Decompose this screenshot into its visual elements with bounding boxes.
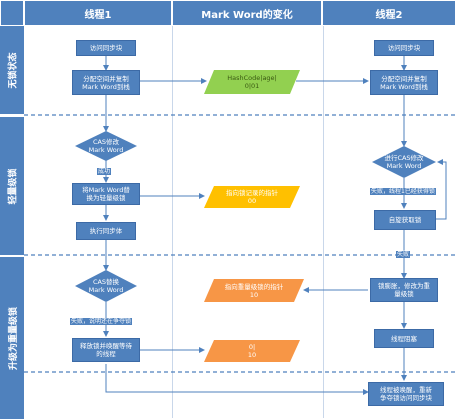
- mw-zero-ten-line1: 0|: [248, 343, 256, 351]
- t2-alloc-copy: 分配空间并复制 Mark Word到栈: [370, 70, 438, 95]
- lane-lightweight: 轻量级锁: [0, 116, 24, 255]
- loop-arrow: [436, 159, 447, 220]
- t2-cas-modify-line1: 进行CAS修改: [384, 154, 424, 162]
- t1-cas-modify-line2: Mark Word: [88, 146, 124, 154]
- t1-replace-mw-line2: 换为轻量级锁: [86, 194, 126, 202]
- mw-hashcode-line1: HashCode|age|: [227, 74, 277, 82]
- cas-modify-diamond-t2: [372, 146, 436, 178]
- t2-wake-compete-line2: 争夺锁访问同步块: [380, 394, 432, 402]
- mw-lock-record-text: 指向锁记录的指针 00: [206, 188, 298, 206]
- lane-unlocked: 无锁状态: [0, 26, 24, 114]
- mw-zero-ten-line2: 10: [247, 351, 257, 359]
- mw-hashcode-text: HashCode|age| 0|01: [206, 72, 298, 92]
- t2-wake-compete-line1: 线程被唤醒，重新: [380, 386, 432, 394]
- header-thread1: 线程1: [24, 0, 172, 26]
- t1-fail-label: 失败，说明还在争夺锁: [70, 318, 133, 325]
- header-markword: Mark Word的变化: [172, 0, 322, 26]
- t1-alloc-copy: 分配空间并复制 Mark Word到栈: [72, 70, 140, 95]
- t2-fail-label2: 失败: [396, 251, 411, 258]
- header-thread2: 线程2: [322, 0, 456, 26]
- t2-wake-compete: 线程被唤醒，重新 争夺锁访问同步块: [368, 382, 444, 406]
- t1-cas-modify-text: CAS修改 Mark Word: [75, 137, 137, 155]
- t2-spin-fail-line2: 量级锁: [394, 290, 414, 298]
- lane-upgrade: 升级为重量级锁: [0, 256, 24, 419]
- t1-release-wake-line1: 释放锁并唤醒等待: [80, 342, 132, 350]
- t1-release-wake-line2: 的线程: [96, 350, 116, 358]
- heavy-ptr-shape: [204, 279, 304, 302]
- lock-record-ptr-shape: [204, 186, 300, 208]
- hashcode-shape: [204, 70, 300, 94]
- mw-heavy-ptr-line1: 指向重量级锁的指针: [224, 282, 284, 291]
- t2-thread-block: 线程阻塞: [374, 329, 434, 348]
- t1-release-wake: 释放锁并唤醒等待 的线程: [72, 338, 140, 362]
- t1-cas-replace-text: CAS替换 Mark Word: [75, 277, 137, 295]
- t2-access-sync-block: 访问同步块: [374, 40, 434, 56]
- t1-cas-replace-line1: CAS替换: [92, 278, 120, 286]
- zero-ten-shape: [204, 340, 300, 362]
- t2-cas-modify-text: 进行CAS修改 Mark Word: [372, 153, 436, 171]
- t1-success-label: 成功: [97, 168, 112, 175]
- t2-spin-fail-line1: 锁膨胀，修改为重: [378, 282, 430, 290]
- t1-replace-mw: 将Mark Word替 换为轻量级锁: [72, 183, 140, 205]
- t2-alloc-copy-line2: Mark Word到栈: [380, 82, 428, 91]
- t1-alloc-copy-line2: Mark Word到栈: [82, 82, 130, 91]
- t1-access-sync-block: 访问同步块: [76, 40, 136, 56]
- header-corner: [0, 0, 24, 26]
- t2-alloc-copy-line1: 分配空间并复制: [381, 74, 427, 83]
- mw-lock-record-line2: 00: [247, 197, 257, 205]
- cas-replace-diamond-t1: [75, 270, 137, 302]
- t2-cas-modify-line2: Mark Word: [386, 162, 422, 170]
- cas-modify-diamond-t1: [75, 131, 137, 161]
- mw-hashcode-line2: 0|01: [244, 82, 260, 90]
- mw-heavy-ptr-line2: 10: [249, 290, 259, 299]
- t1-cas-replace-line2: Mark Word: [88, 286, 124, 294]
- t2-fail-label: 失败，线程1已经获得锁: [370, 188, 436, 195]
- mw-heavy-ptr-text: 指向重量级锁的指针 10: [206, 281, 302, 300]
- mw-zero-ten-text: 0| 10: [206, 342, 298, 360]
- t2-spin-fail: 锁膨胀，修改为重 量级锁: [370, 278, 438, 302]
- t1-alloc-copy-line1: 分配空间并复制: [83, 74, 129, 83]
- t2-spin-acquire: 自旋获取锁: [374, 210, 436, 230]
- mw-lock-record-line1: 指向锁记录的指针: [226, 189, 278, 197]
- t1-replace-mw-line1: 将Mark Word替: [82, 186, 130, 194]
- t1-exec-sync-body: 执行同步体: [76, 222, 136, 240]
- t1-cas-modify-line1: CAS修改: [92, 138, 120, 146]
- wake-arrow: [105, 364, 369, 395]
